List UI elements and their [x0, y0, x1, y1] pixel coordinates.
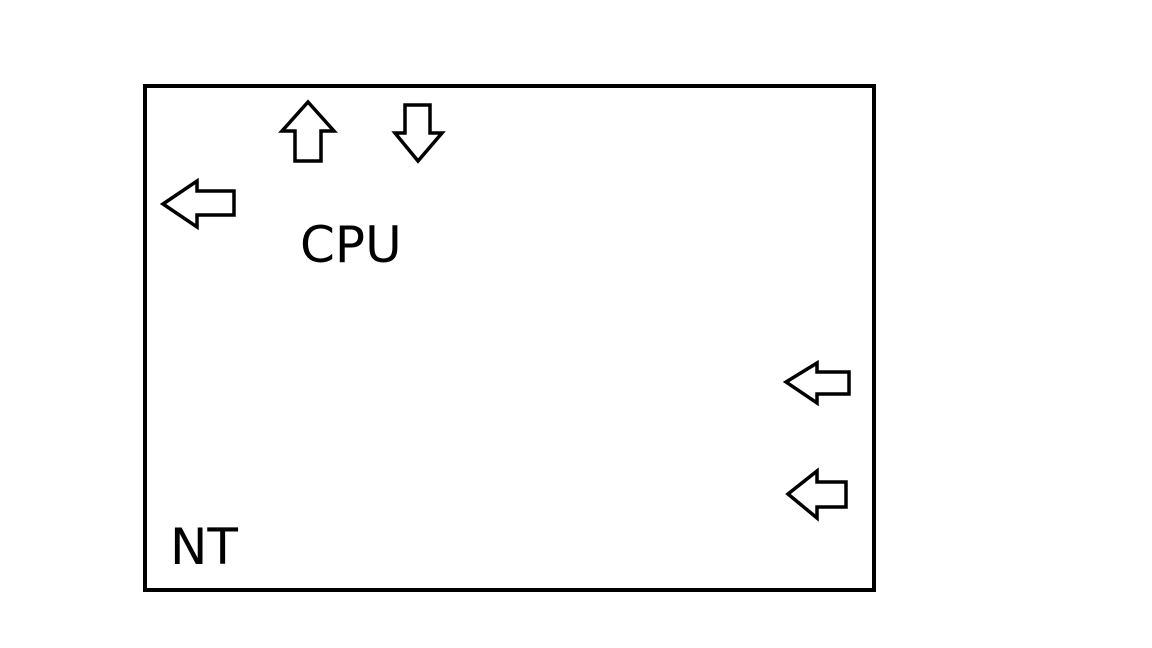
down-arrow-icon — [391, 103, 446, 164]
outer-box — [143, 84, 876, 592]
left-arrow-icon-right-lower — [785, 467, 848, 522]
left-arrow-icon — [159, 177, 236, 231]
left-arrow-icon-right-upper — [782, 359, 851, 407]
up-arrow-icon — [278, 99, 338, 163]
nt-label: NT — [170, 518, 238, 576]
cpu-label: CPU — [300, 216, 402, 274]
